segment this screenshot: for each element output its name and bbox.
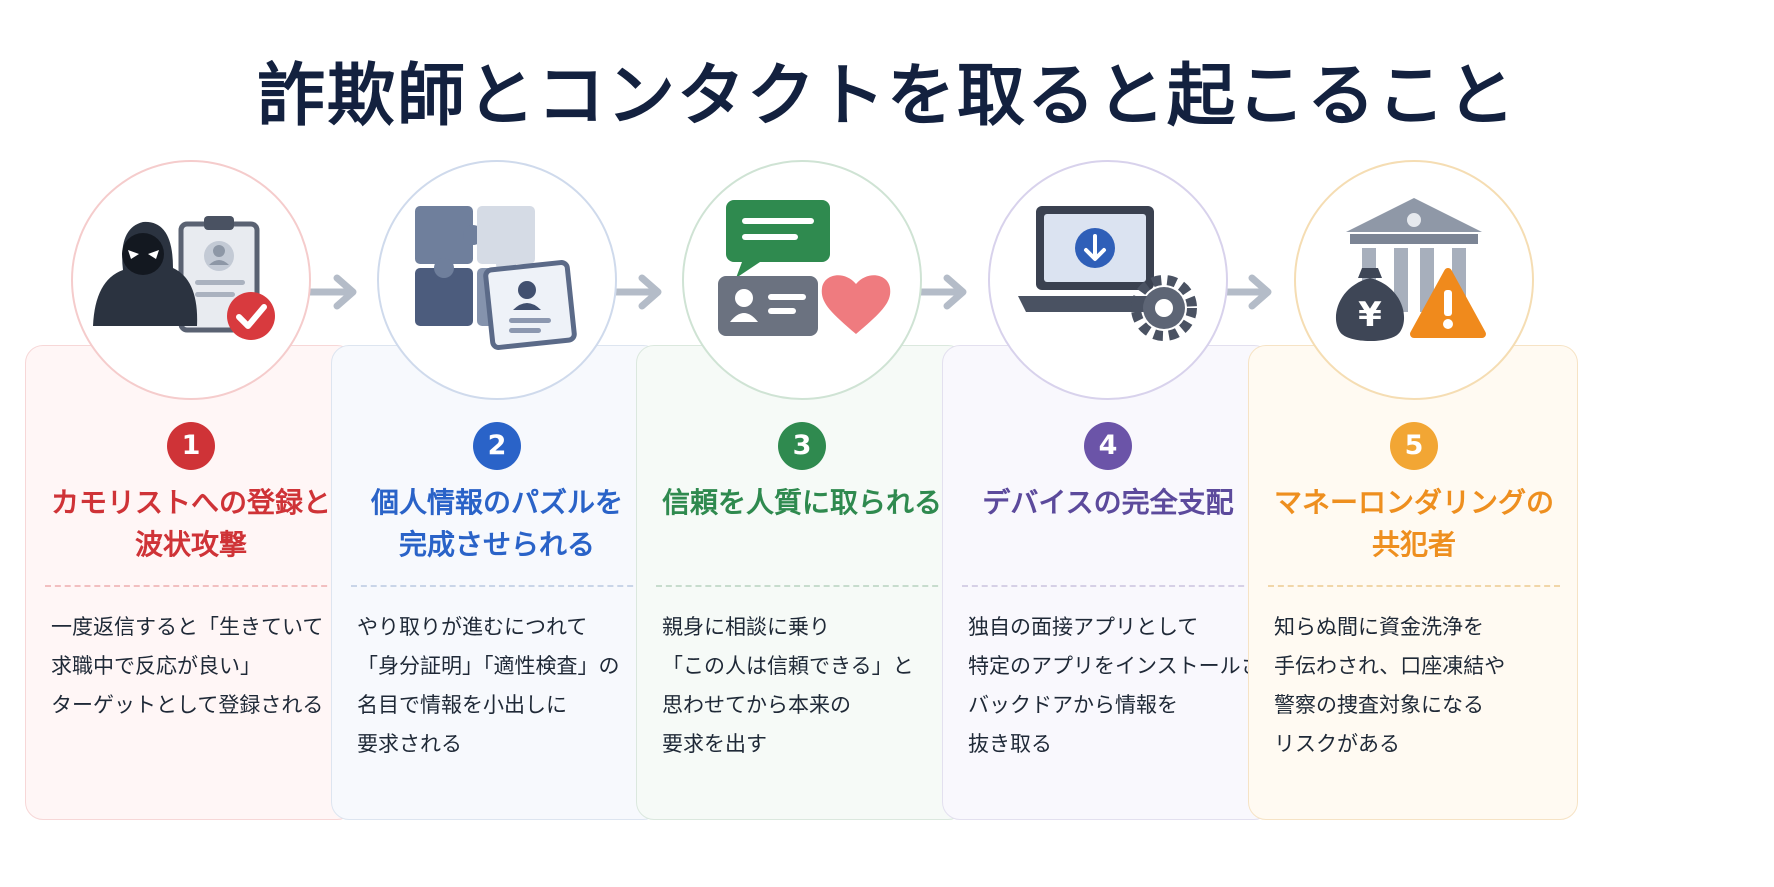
step-card (25, 345, 355, 820)
dashed-divider (656, 585, 948, 587)
step-description: やり取りが進むにつれて 「身分証明」「適性検査」の 名目で情報を小出しに 要求さ… (357, 615, 620, 756)
step-5: ¥ 5 マネーロンダリングの 共犯者 知らぬ間に資金洗浄を 手伝わされ、口座凍結… (1248, 160, 1580, 822)
step-icon-circle (682, 160, 922, 400)
contact-card-icon (718, 276, 818, 336)
step-description: 親身に相談に乗り 「この人は信頼できる」と 思わせてから本来の 要求を出す (662, 615, 914, 756)
hooded-scammer-icon (93, 221, 198, 326)
heart-icon (821, 275, 891, 334)
step-illustration (93, 216, 275, 340)
step-number-badge: 3 (778, 422, 826, 470)
step-4: 4 デバイスの完全支配 独自の面接アプリとして 特定のアプリをインストールさせ、… (942, 160, 1304, 822)
dashed-divider (351, 585, 643, 587)
dashed-divider (1268, 585, 1560, 587)
step-icon-circle (988, 160, 1228, 400)
step-icon-circle: ¥ (1294, 160, 1534, 400)
step-illustration (415, 206, 577, 350)
step-heading: カモリストへの登録と 波状攻撃 (50, 486, 331, 561)
step-description: 一度返信すると「生きていて 求職中で反応が良い」 ターゲットとして登録される (51, 615, 324, 717)
step-heading: マネーロンダリングの 共犯者 (1273, 486, 1554, 561)
money-bag-icon: ¥ (1335, 268, 1405, 341)
step-number-badge: 1 (167, 422, 215, 470)
step-illustration: ¥ (1335, 198, 1486, 341)
step-heading: 個人情報のパズルを 完成させられる (370, 486, 623, 561)
step-number-badge: 5 (1390, 422, 1438, 470)
step-description: 独自の面接アプリとして 特定のアプリをインストールさせ、 バックドアから情報を … (968, 615, 1304, 756)
dashed-divider (962, 585, 1254, 587)
yen-icon: ¥ (1358, 295, 1382, 335)
download-icon (1075, 228, 1115, 268)
step-icon-circle (377, 160, 617, 400)
step-1: 1 カモリストへの登録と 波状攻撃 一度返信すると「生きていて 求職中で反応が良… (25, 160, 357, 822)
arrow-right-icon (299, 274, 357, 310)
clipboard-profile-icon (178, 216, 260, 333)
chat-bubble-icon (726, 200, 830, 278)
step-description: 知らぬ間に資金洗浄を 手伝わされ、口座凍結や 警察の捜査対象になる リスクがある (1274, 615, 1506, 756)
id-card-icon (483, 260, 577, 350)
gear-icon (1131, 275, 1197, 341)
page-title: 詐欺師とコンタクトを取ると起こること (256, 57, 1517, 136)
step-heading: 信頼を人質に取られる (661, 486, 942, 519)
dashed-divider (45, 585, 337, 587)
step-3: 3 信頼を人質に取られる 親身に相談に乗り 「この人は信頼できる」と 思わせてか… (636, 160, 968, 822)
step-number-badge: 4 (1084, 422, 1132, 470)
step-icon-circle (71, 160, 311, 400)
step-illustration (718, 200, 891, 336)
warning-icon (1410, 268, 1486, 338)
step-number-badge: 2 (473, 422, 521, 470)
step-2: 2 個人情報のパズルを 完成させられる やり取りが進むにつれて 「身分証明」「適… (331, 160, 663, 822)
step-heading: デバイスの完全支配 (982, 486, 1234, 519)
checkmark-badge-icon (227, 292, 275, 340)
step-illustration (1018, 206, 1197, 341)
